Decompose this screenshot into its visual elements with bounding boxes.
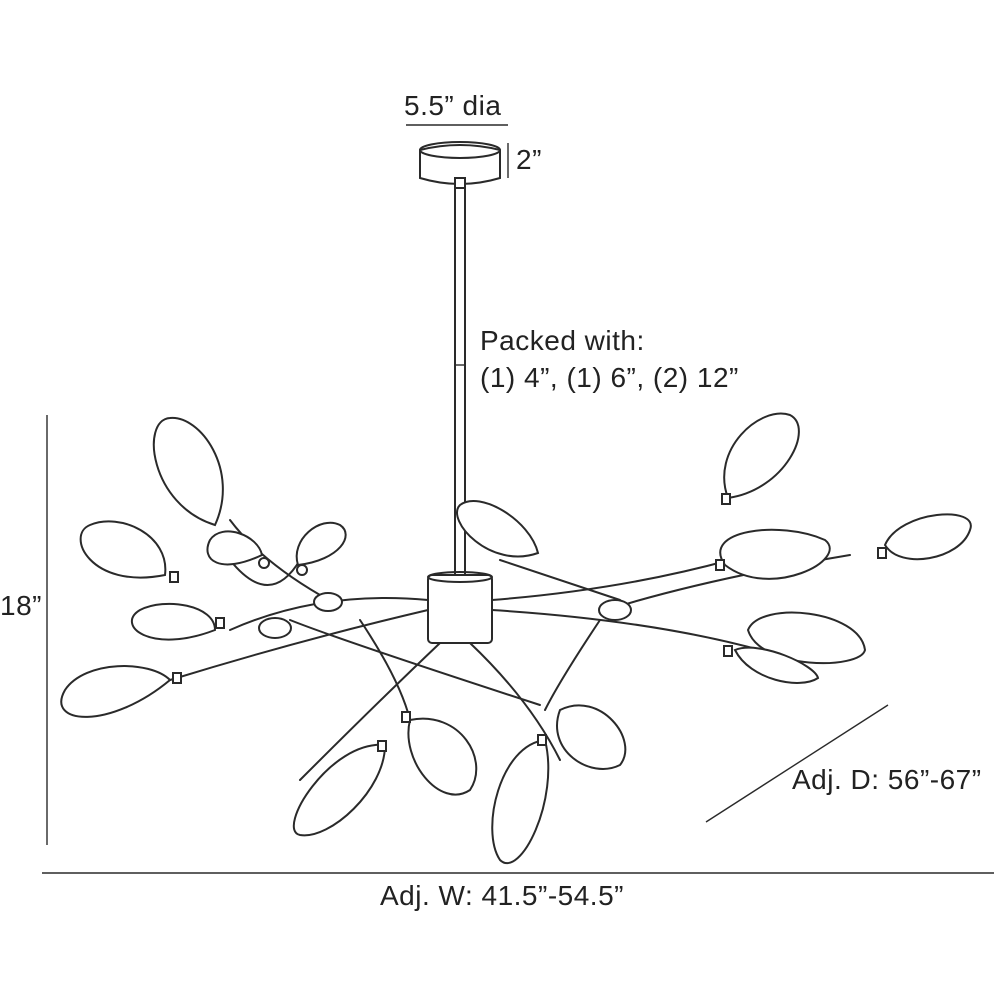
canopy-height-label: 2” (516, 144, 542, 175)
canopy-diameter-label: 5.5” dia (404, 90, 502, 121)
glass-shades (60, 412, 972, 864)
canopy (419, 141, 501, 185)
packed-with-rods: (1) 4”, (1) 6”, (2) 12” (480, 362, 739, 393)
depth-label: Adj. D: 56”-67” (792, 764, 982, 795)
height-label: 18” (0, 590, 42, 621)
sockets (169, 493, 887, 752)
packed-with-heading: Packed with: (480, 325, 645, 356)
depth-dimension-line (705, 704, 889, 823)
joints (258, 592, 632, 639)
center-body (427, 571, 493, 644)
width-label: Adj. W: 41.5”-54.5” (380, 880, 624, 911)
